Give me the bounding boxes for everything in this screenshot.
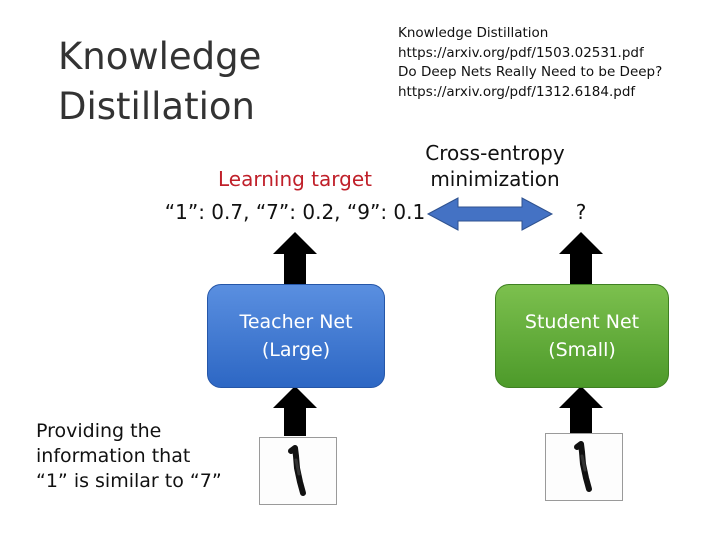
teacher-net-label: Teacher Net: [239, 308, 352, 336]
teacher-net-box: Teacher Net (Large): [207, 284, 385, 388]
teacher-input-digit-image: [259, 437, 337, 505]
providing-info-text: Providing the information that “1” is si…: [36, 419, 236, 494]
providing-line-2: information that: [36, 444, 236, 469]
providing-line-3: “1” is similar to “7”: [36, 469, 236, 494]
student-input-digit-image: [545, 433, 623, 501]
teacher-input-arrow-icon: [273, 386, 317, 436]
double-arrow-icon: [428, 198, 552, 230]
handwritten-one-icon: [260, 438, 336, 504]
student-output-arrow-icon: [559, 232, 603, 284]
student-net-box: Student Net (Small): [495, 284, 669, 388]
providing-line-1: Providing the: [36, 419, 236, 444]
teacher-net-size: (Large): [262, 336, 330, 364]
student-input-arrow-icon: [559, 386, 603, 434]
teacher-output-arrow-icon: [273, 232, 317, 284]
handwritten-one-icon: [546, 434, 622, 500]
student-net-size: (Small): [548, 336, 616, 364]
student-net-label: Student Net: [525, 308, 639, 336]
